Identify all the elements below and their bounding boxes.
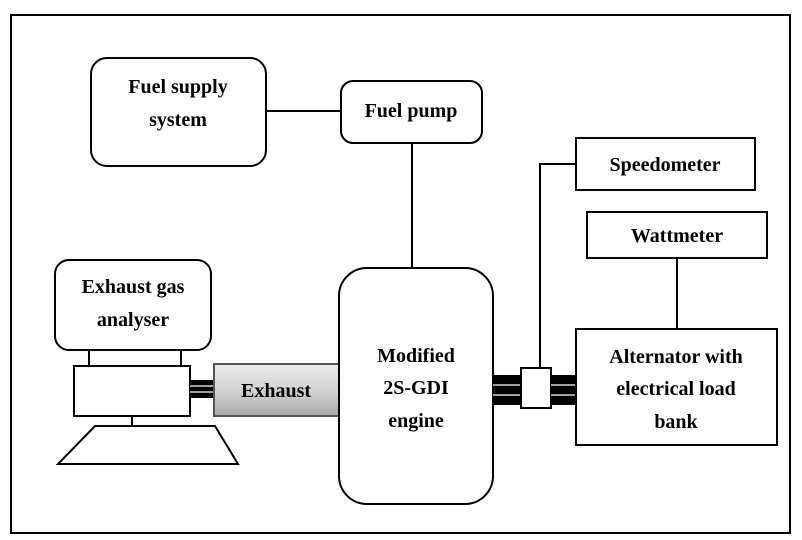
fuel-supply-label-line2: system xyxy=(149,109,207,131)
wattmeter-label: Wattmeter xyxy=(631,225,723,247)
exhaust-gas-analyser-block: Exhaust gas analyser xyxy=(54,259,212,351)
drive-shaft-right xyxy=(551,375,576,405)
speedometer-block: Speedometer xyxy=(575,137,756,191)
fuel-supply-label-line1: Fuel supply xyxy=(128,76,227,98)
fuel-pump-block: Fuel pump xyxy=(340,80,483,144)
analyser-neck xyxy=(88,349,182,367)
shaft-coupling xyxy=(520,367,552,409)
engine-label-line2: 2S-GDI xyxy=(383,377,449,399)
alternator-block: Alternator with electrical load bank xyxy=(575,328,778,446)
analyser-pipe xyxy=(190,380,214,398)
alternator-label-line3: bank xyxy=(654,411,698,433)
wattmeter-block: Wattmeter xyxy=(586,211,768,259)
exhaust-block: Exhaust xyxy=(213,363,340,417)
analyser-label-line1: Exhaust gas xyxy=(82,276,185,298)
engine-label-line3: engine xyxy=(388,410,444,432)
engine-label-line1: Modified xyxy=(377,345,455,367)
analyser-unit xyxy=(73,365,191,417)
drive-shaft-left xyxy=(493,375,521,405)
exhaust-label: Exhaust xyxy=(241,380,311,402)
speedometer-line xyxy=(539,163,576,368)
speedometer-label: Speedometer xyxy=(609,154,720,176)
analyser-label-line2: analyser xyxy=(97,309,169,331)
analyser-base xyxy=(55,425,240,465)
alternator-label-line2: electrical load xyxy=(616,378,735,400)
fuel-pump-label: Fuel pump xyxy=(365,100,458,122)
outer-frame xyxy=(10,14,791,534)
engine-block: Modified 2S-GDI engine xyxy=(338,267,494,505)
alternator-label-line1: Alternator with xyxy=(609,346,743,368)
fuel-supply-system-block: Fuel supply system xyxy=(90,57,267,167)
